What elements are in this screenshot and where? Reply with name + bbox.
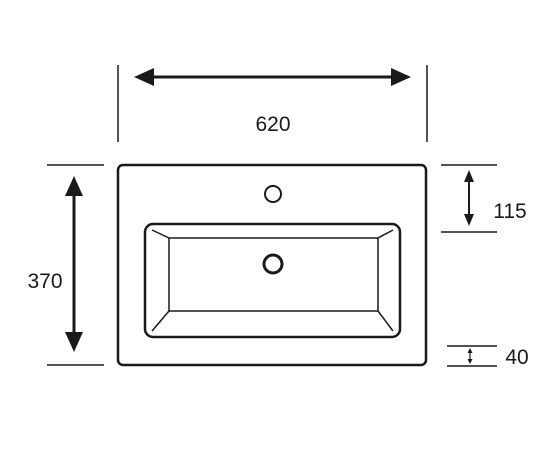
bowl-corner-line-top-right [377, 229, 394, 239]
bowl-corner-line-bottom-right [377, 310, 394, 332]
tap-offset-arrowhead-bottom [464, 214, 474, 226]
tap-hole-icon [264, 185, 282, 203]
bowl-floor-outline [168, 237, 379, 312]
width-label: 620 [255, 113, 290, 136]
tap-offset-dimension: 115 [441, 164, 527, 233]
bowl-rim-outline [143, 222, 402, 339]
rim-height-arrowhead-top [467, 348, 473, 353]
basin [116, 163, 428, 367]
tap-offset-arrowhead-top [464, 170, 474, 182]
depth-arrowhead-bottom [65, 332, 83, 352]
rim-height-label: 40 [505, 346, 528, 369]
basin-outer-outline [116, 163, 428, 367]
depth-dimension: 370 [27, 164, 104, 366]
bowl-corner-line-top-left [151, 229, 170, 239]
tap-offset-label: 115 [493, 200, 526, 223]
rim-height-arrowhead-bottom [467, 359, 473, 364]
width-arrowhead-left [134, 68, 154, 86]
width-dimension: 620 [117, 65, 428, 142]
width-arrowhead-right [391, 68, 411, 86]
bowl-corner-line-bottom-left [151, 310, 170, 332]
drain-hole-icon [262, 253, 284, 275]
depth-label: 370 [27, 270, 62, 293]
rim-height-dimension: 40 [447, 345, 529, 369]
depth-arrowhead-top [65, 176, 83, 196]
